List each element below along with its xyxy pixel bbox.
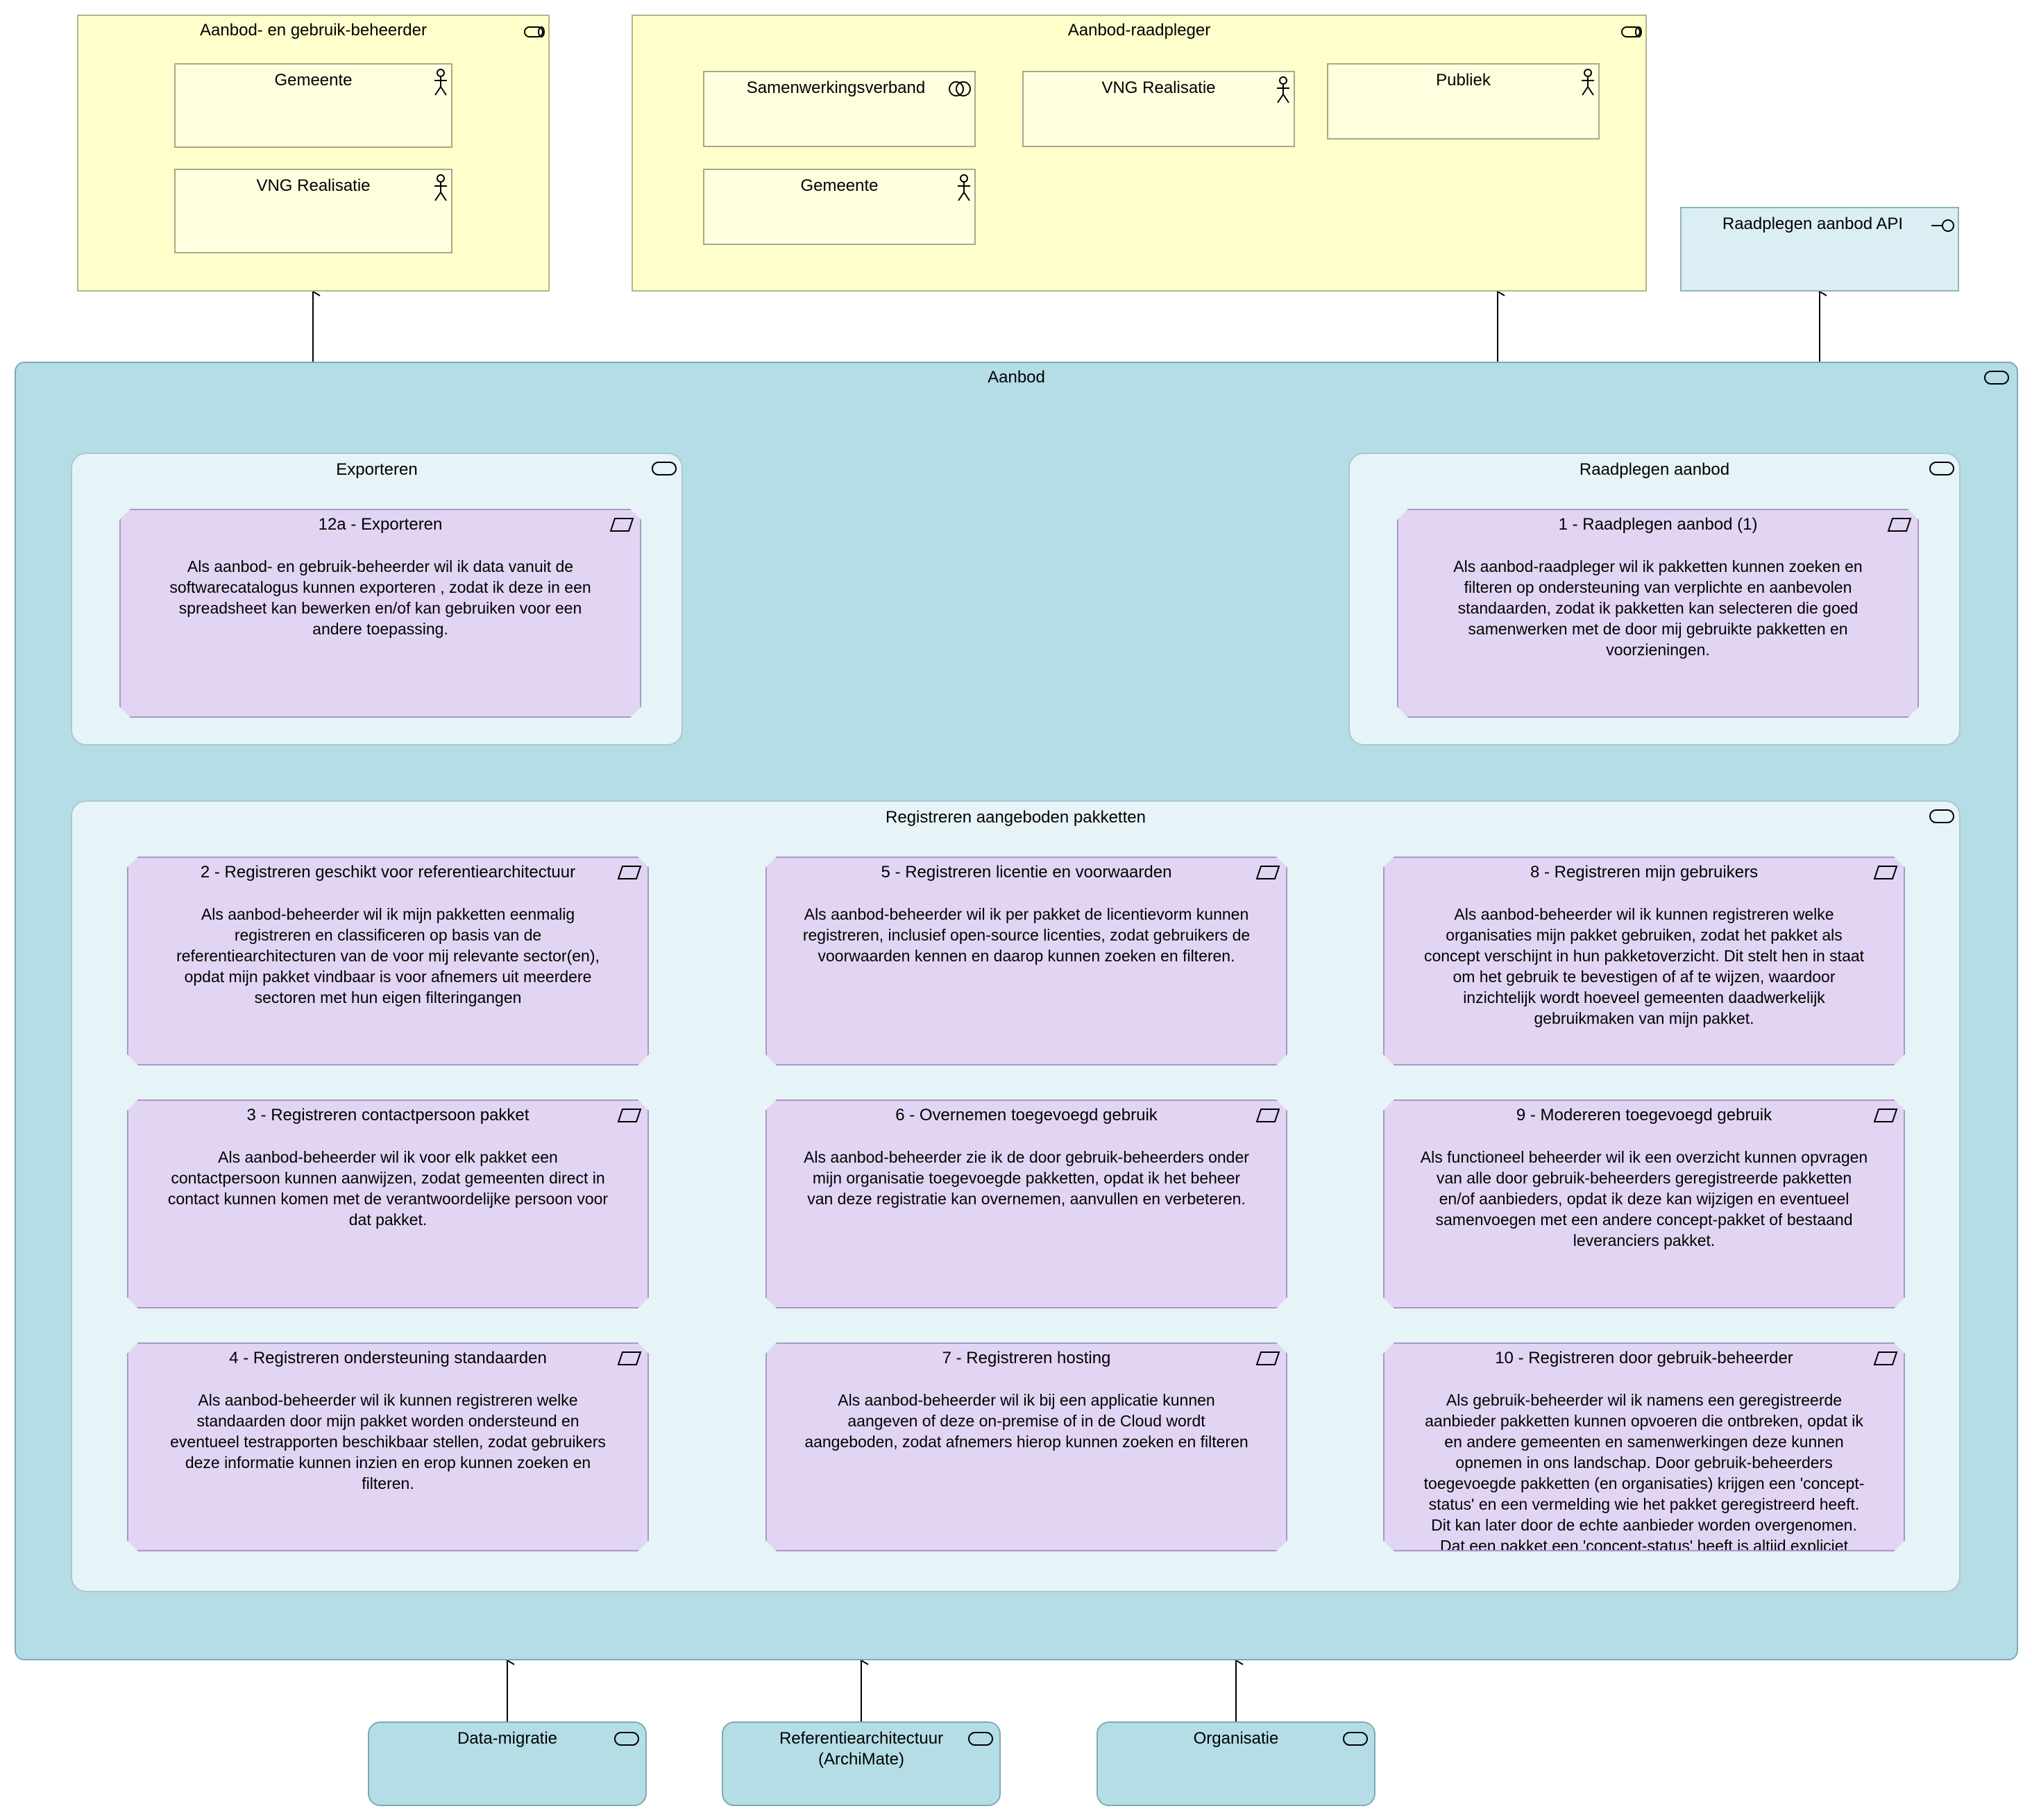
requirement-text: Als aanbod-beheerder wil ik per pakket d… — [802, 905, 1251, 965]
collaboration-label: Samenwerkingsverband — [746, 78, 926, 97]
requirement-icon — [1873, 865, 1898, 880]
interface-raadplegen-aanbod-api[interactable]: Raadplegen aanbod API — [1680, 207, 1959, 292]
service-title: Exporteren — [336, 460, 418, 479]
service-title: Registreren aangeboden pakketten — [886, 808, 1146, 827]
service-icon — [1929, 462, 1954, 475]
requirement-6[interactable]: 6 - Overnemen toegevoegd gebruik Als aan… — [765, 1099, 1287, 1308]
service-icon — [614, 1732, 639, 1746]
service-aanbod[interactable]: Aanbod Exporteren 12a - Exporteren Als a… — [15, 362, 2018, 1660]
requirement-icon — [1255, 1108, 1280, 1123]
requirement-icon — [1255, 1351, 1280, 1366]
service-icon — [1929, 809, 1954, 823]
requirement-text: Als aanbod-beheerder wil ik kunnen regis… — [1423, 905, 1865, 1027]
requirement-7[interactable]: 7 - Registreren hosting Als aanbod-behee… — [765, 1342, 1287, 1551]
service-registreren-aangeboden-pakketten[interactable]: Registreren aangeboden pakketten 2 - Reg… — [71, 800, 1961, 1592]
requirement-icon — [617, 1108, 642, 1123]
requirement-5[interactable]: 5 - Registreren licentie en voorwaarden … — [765, 857, 1287, 1065]
group-title: Aanbod-raadpleger — [1067, 21, 1211, 40]
requirement-3[interactable]: 3 - Registreren contactpersoon pakket Al… — [127, 1099, 649, 1308]
service-icon — [1984, 371, 2009, 385]
interface-icon — [1931, 219, 1954, 232]
requirement-icon — [1873, 1351, 1898, 1366]
actor-vng-realisatie[interactable]: VNG Realisatie — [1022, 71, 1295, 147]
requirement-title: 5 - Registreren licentie en voorwaarden — [881, 863, 1172, 882]
requirement-text: Als aanbod-beheerder zie ik de door gebr… — [804, 1148, 1249, 1208]
interface-label: Raadplegen aanbod API — [1722, 214, 1904, 233]
actor-publiek[interactable]: Publiek — [1327, 63, 1600, 140]
actor-icon — [434, 174, 447, 201]
actor-label: Gemeente — [274, 71, 353, 90]
requirement-title: 12a - Exporteren — [318, 515, 443, 534]
service-data-migratie[interactable]: Data-migratie — [368, 1721, 647, 1806]
requirement-text: Als aanbod-beheerder wil ik voor elk pak… — [167, 1148, 609, 1229]
service-label: Data-migratie — [457, 1729, 558, 1748]
service-icon — [1343, 1732, 1368, 1746]
requirement-icon — [617, 1351, 642, 1366]
requirement-title: 1 - Raadplegen aanbod (1) — [1558, 515, 1758, 534]
service-icon — [652, 462, 677, 475]
actor-icon — [1277, 76, 1289, 103]
requirement-text: Als aanbod-beheerder wil ik bij een appl… — [804, 1391, 1248, 1451]
requirement-text: Als aanbod- en gebruik-beheerder wil ik … — [169, 557, 591, 638]
actor-vng-realisatie[interactable]: VNG Realisatie — [174, 169, 452, 253]
service-organisatie[interactable]: Organisatie — [1097, 1721, 1375, 1806]
actor-label: VNG Realisatie — [1101, 78, 1216, 97]
collaboration-icon — [949, 81, 971, 96]
service-exporteren[interactable]: Exporteren 12a - Exporteren Als aanbod- … — [71, 453, 683, 745]
requirement-title: 2 - Registreren geschikt voor referentie… — [200, 863, 576, 882]
requirement-8[interactable]: 8 - Registreren mijn gebruikers Als aanb… — [1383, 857, 1905, 1065]
service-label: Organisatie — [1193, 1729, 1279, 1748]
actor-label: Gemeente — [800, 176, 879, 195]
requirement-title: 10 - Registreren door gebruik-beheerder — [1495, 1349, 1793, 1367]
requirement-title: 8 - Registreren mijn gebruikers — [1530, 863, 1759, 882]
actor-label: Publiek — [1436, 71, 1491, 90]
role-icon — [1621, 26, 1642, 37]
requirement-title: 9 - Modereren toegevoegd gebruik — [1516, 1106, 1772, 1124]
actor-gemeente[interactable]: Gemeente — [703, 169, 976, 245]
requirement-icon — [1873, 1108, 1898, 1123]
group-aanbod-beheerder[interactable]: Aanbod- en gebruik-beheerder Gemeente VN… — [77, 15, 550, 292]
service-raadplegen-aanbod[interactable]: Raadplegen aanbod 1 - Raadplegen aanbod … — [1348, 453, 1961, 745]
actor-icon — [958, 174, 970, 201]
requirement-text: Als aanbod-beheerder wil ik kunnen regis… — [170, 1391, 606, 1492]
requirement-9[interactable]: 9 - Modereren toegevoegd gebruik Als fun… — [1383, 1099, 1905, 1308]
group-aanbod-raadpleger[interactable]: Aanbod-raadpleger Samenwerkingsverband V… — [632, 15, 1647, 292]
requirement-text: Als functioneel beheerder wil ik een ove… — [1420, 1148, 1868, 1249]
requirement-icon — [1255, 865, 1280, 880]
requirement-title: 4 - Registreren ondersteuning standaarde… — [229, 1349, 547, 1367]
service-title: Aanbod — [988, 368, 1045, 387]
service-title: Raadplegen aanbod — [1579, 460, 1730, 479]
actor-label: VNG Realisatie — [256, 176, 371, 195]
group-title: Aanbod- en gebruik-beheerder — [200, 21, 427, 40]
requirement-icon — [1887, 517, 1912, 532]
requirement-12a-exporteren[interactable]: 12a - Exporteren Als aanbod- en gebruik-… — [119, 509, 641, 718]
service-label: Referentiearchitectuur (ArchiMate) — [779, 1729, 944, 1769]
requirement-text: Als aanbod-beheerder wil ik mijn pakkett… — [176, 905, 600, 1006]
requirement-4[interactable]: 4 - Registreren ondersteuning standaarde… — [127, 1342, 649, 1551]
role-icon — [524, 26, 545, 37]
requirement-10[interactable]: 10 - Registreren door gebruik-beheerder … — [1383, 1342, 1905, 1551]
requirement-text: Als aanbod-raadpleger wil ik pakketten k… — [1453, 557, 1863, 659]
requirement-1-raadplegen-aanbod[interactable]: 1 - Raadplegen aanbod (1) Als aanbod-raa… — [1397, 509, 1919, 718]
actor-icon — [434, 69, 447, 96]
collaboration-samenwerkingsverband[interactable]: Samenwerkingsverband — [703, 71, 976, 147]
requirement-2[interactable]: 2 - Registreren geschikt voor referentie… — [127, 857, 649, 1065]
actor-icon — [1582, 69, 1594, 96]
service-referentiearchitectuur[interactable]: Referentiearchitectuur (ArchiMate) — [722, 1721, 1001, 1806]
requirement-title: 3 - Registreren contactpersoon pakket — [246, 1106, 530, 1124]
requirement-text: Als gebruik-beheerder wil ik namens een … — [1423, 1391, 1865, 1551]
actor-gemeente[interactable]: Gemeente — [174, 63, 452, 148]
requirement-icon — [617, 865, 642, 880]
requirement-title: 7 - Registreren hosting — [942, 1349, 1111, 1367]
requirement-icon — [609, 517, 634, 532]
service-icon — [968, 1732, 993, 1746]
requirement-title: 6 - Overnemen toegevoegd gebruik — [895, 1106, 1158, 1124]
